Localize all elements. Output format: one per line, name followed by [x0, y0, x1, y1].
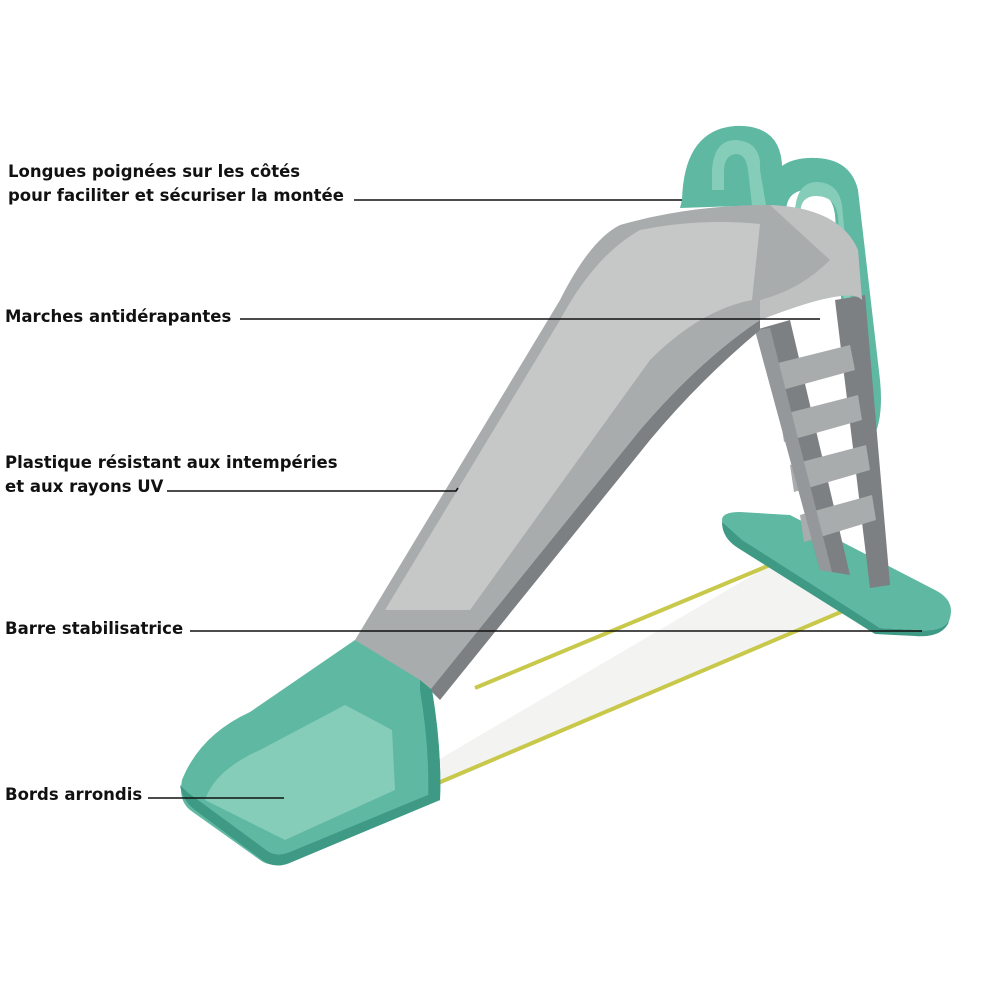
callout-handles: Longues poignées sur les côtés pour faci… — [8, 160, 344, 208]
ladder-steps — [755, 295, 890, 588]
callout-edges: Bords arrondis — [5, 783, 142, 807]
front-handle — [680, 125, 783, 208]
floor-shadow — [438, 565, 850, 785]
callout-handles-line-1: Longues poignées sur les côtés — [8, 162, 301, 181]
stabilizer-bar-illustration — [437, 563, 856, 785]
callout-handles-line-2: pour faciliter et sécuriser la montée — [8, 186, 344, 205]
callout-edges-line-1: Bords arrondis — [5, 785, 143, 804]
callout-bar: Barre stabilisatrice — [5, 617, 183, 641]
callout-bar-line-1: Barre stabilisatrice — [5, 619, 184, 638]
callout-plastic-line-1: Plastique résistant aux intempéries — [5, 453, 338, 472]
callout-steps-line-1: Marches antidérapantes — [5, 307, 232, 326]
callout-plastic: Plastique résistant aux intempéries et a… — [5, 451, 338, 499]
callout-plastic-line-2: et aux rayons UV — [5, 477, 164, 496]
rounded-edges-exit — [180, 640, 441, 866]
leader-lines — [148, 199, 922, 799]
stabilizer-bar-upper — [474, 563, 771, 690]
stabilizer-bar-lower — [437, 604, 856, 785]
callout-steps: Marches antidérapantes — [5, 305, 231, 329]
leader-line-plastic — [167, 487, 459, 492]
